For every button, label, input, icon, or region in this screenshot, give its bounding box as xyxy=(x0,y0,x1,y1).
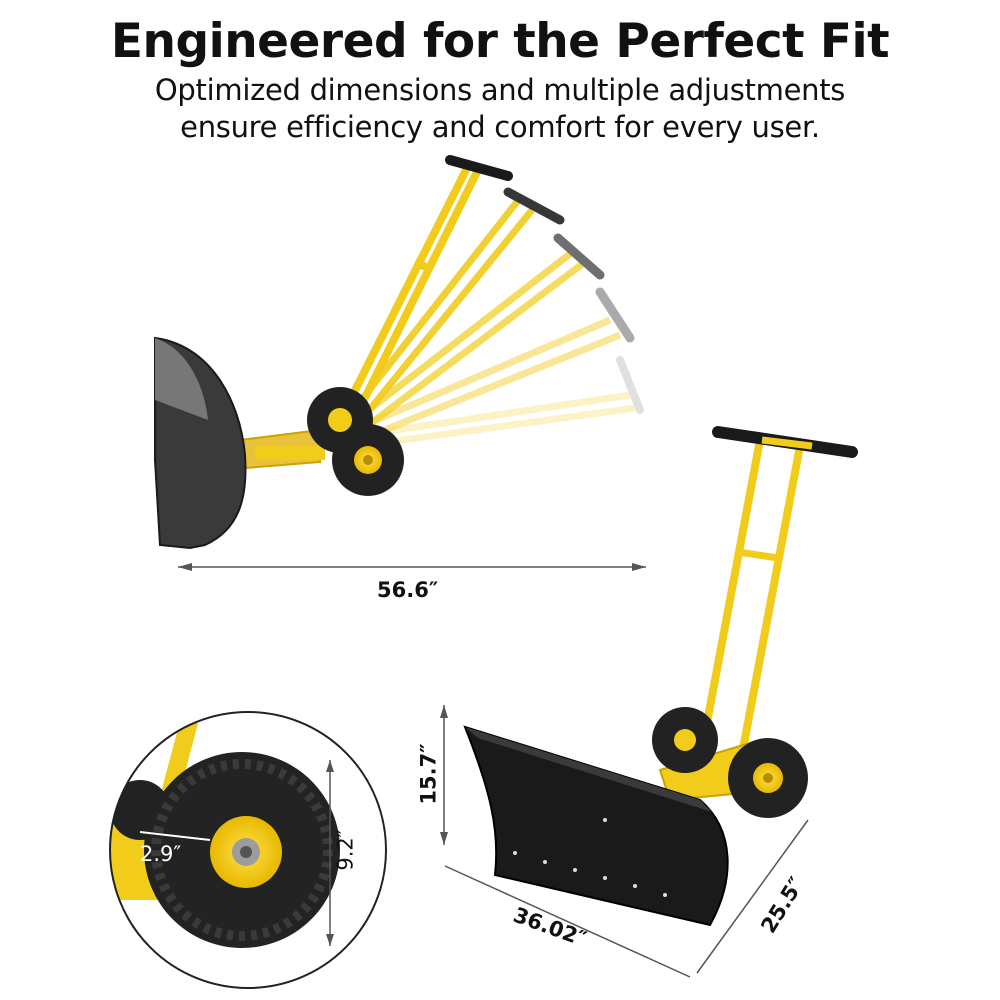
blade-top-edge xyxy=(465,727,712,812)
length-dimension-line xyxy=(178,563,646,571)
handle-bar-left xyxy=(696,439,764,761)
blade-depth-dimension-line xyxy=(696,819,809,974)
blade-width-dimension-line xyxy=(444,865,691,978)
side-blade-highlight xyxy=(155,338,208,420)
subtitle-line-1: Optimized dimensions and multiple adjust… xyxy=(154,73,846,107)
length-label: 56.6″ xyxy=(377,578,439,602)
wheel-detail-inset xyxy=(109,711,387,989)
rear-wheel xyxy=(652,707,718,773)
side-front-wheel xyxy=(332,424,404,496)
wheel-diameter-dimension-line xyxy=(326,760,334,946)
perspective-view-shovel xyxy=(463,426,858,927)
page-title: Engineered for the Perfect Fit xyxy=(110,14,890,69)
subtitle-line-2: ensure efficiency and comfort for every … xyxy=(180,110,820,144)
blade xyxy=(463,725,729,927)
blade-bolts xyxy=(513,818,667,897)
side-view-shovel xyxy=(154,155,644,550)
front-wheel xyxy=(728,738,808,818)
handle-bar-right xyxy=(736,445,804,766)
wheel-diameter-label: 9.2″ xyxy=(333,829,358,871)
blade-height-dimension-line xyxy=(440,705,448,845)
blade-height-label: 15.7″ xyxy=(416,743,441,805)
side-frame-bar xyxy=(255,446,325,460)
wheel-width-label: 2.9″ xyxy=(140,842,182,866)
